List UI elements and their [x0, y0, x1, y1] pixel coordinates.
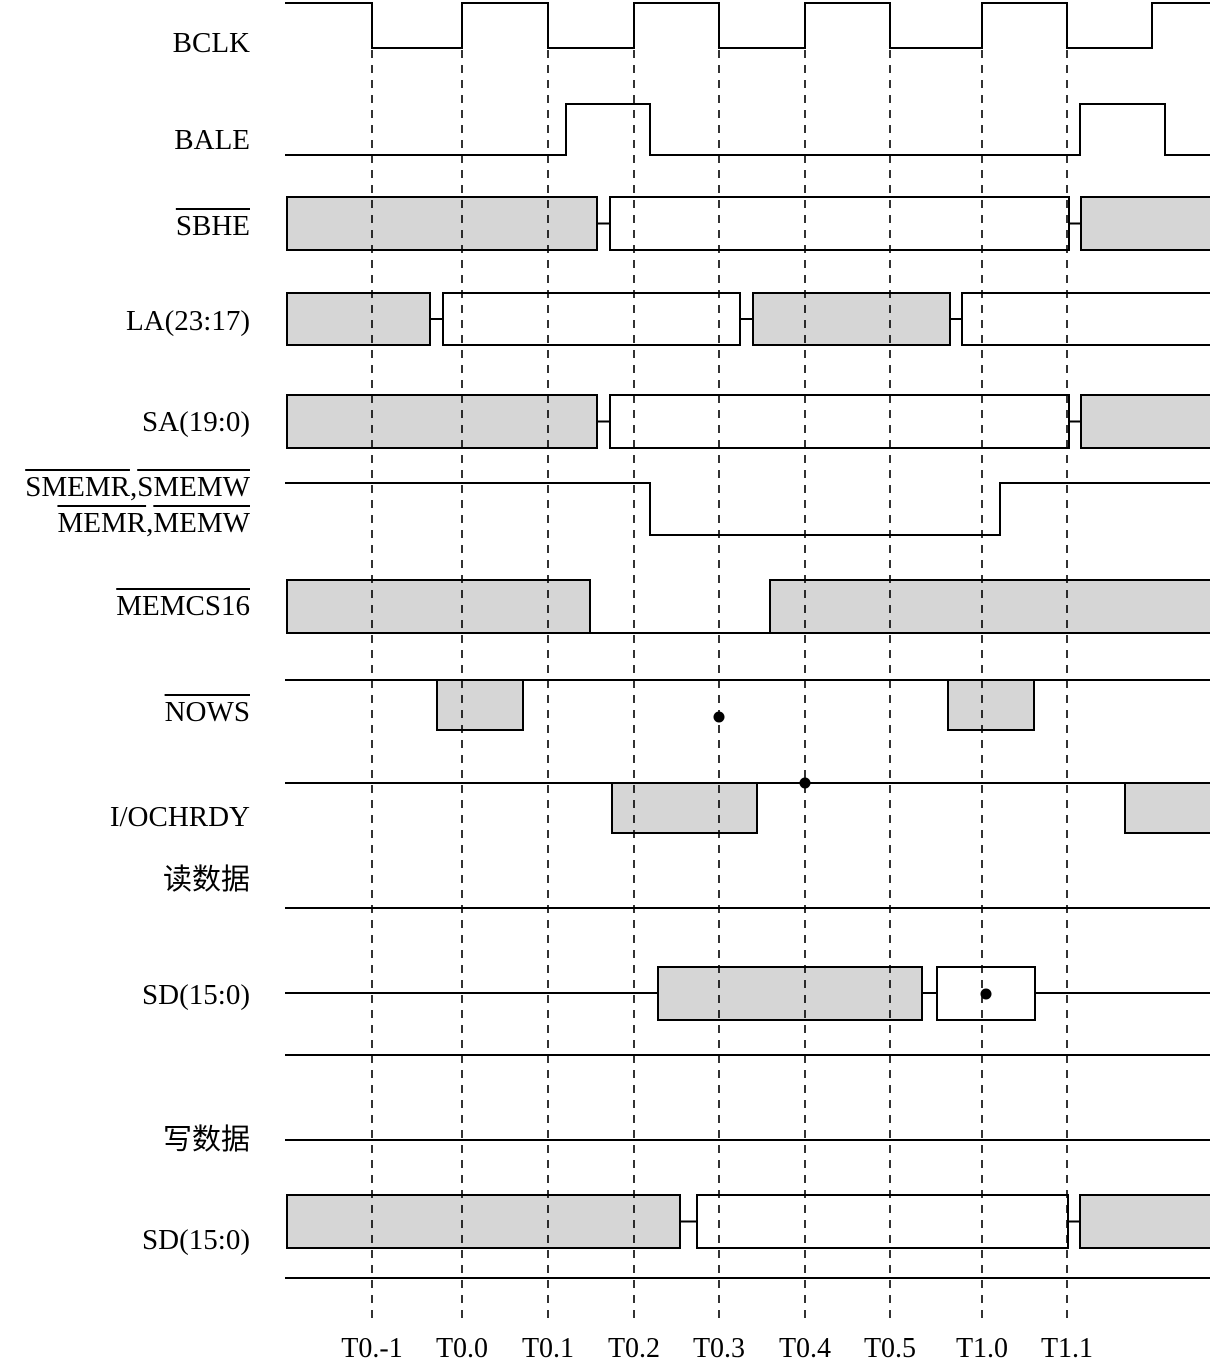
- signal-name: I/OCHRDY: [109, 801, 250, 833]
- comma: ,: [146, 507, 154, 539]
- label-smemr-smemw-memr-memw: SMEMR,SMEMW MEMR,MEMW: [25, 469, 250, 541]
- sbhe-bus-segment: [286, 196, 598, 251]
- signal-name: BCLK: [172, 27, 250, 59]
- label-line-mem: MEMR,MEMW: [25, 505, 250, 541]
- sd-write-bus-segment: [1079, 1194, 1210, 1249]
- iochrdy-bus-segment: [611, 782, 758, 834]
- label-nows: NOWS: [165, 694, 250, 730]
- signal-name: NOWS: [164, 696, 250, 728]
- time-label-1: T0.0: [436, 1333, 488, 1364]
- sa-bus-segment: [609, 394, 1070, 449]
- signal-name: BALE: [174, 124, 250, 156]
- time-label-4: T0.3: [693, 1333, 745, 1364]
- time-label-8: T1.1: [1041, 1333, 1093, 1364]
- label-memcs16: MEMCS16: [116, 588, 250, 624]
- signal-name: SD(15:0): [142, 1224, 250, 1256]
- signal-name: MEMR: [57, 507, 147, 539]
- iochrdy-sample-dot: [799, 777, 811, 789]
- label-write-data: 写数据: [163, 1122, 250, 1158]
- label-sd-read: SD(15:0): [142, 977, 250, 1013]
- label-iochrdy: I/OCHRDY: [110, 799, 250, 835]
- signal-name: SD(15:0): [142, 979, 250, 1011]
- sa-bus-segment: [286, 394, 598, 449]
- signal-name: SMEMW: [137, 471, 250, 503]
- sbhe-bus-segment: [1080, 196, 1210, 251]
- label-bale: BALE: [174, 122, 250, 158]
- sbhe-bus-segment: [609, 196, 1070, 251]
- nows-bus-segment: [436, 679, 524, 731]
- time-label-6: T0.5: [864, 1333, 916, 1364]
- signal-name: MEMCS16: [116, 590, 250, 622]
- la-bus-segment: [961, 292, 1210, 346]
- time-label-0: T0.-1: [341, 1333, 402, 1364]
- memcs16-bus-segment: [286, 579, 591, 634]
- bale-trace: [285, 103, 1210, 156]
- time-label-7: T1.0: [956, 1333, 1008, 1364]
- signal-name: SMEMR: [25, 471, 130, 503]
- sa-bus-segment: [1080, 394, 1210, 449]
- time-label-2: T0.1: [522, 1333, 574, 1364]
- signal-name: SBHE: [175, 210, 250, 242]
- sd-write-bus-segment: [696, 1194, 1069, 1249]
- sd-read-bus-segment: [657, 966, 923, 1021]
- label-sd-write: SD(15:0): [142, 1222, 250, 1258]
- label-line-smem: SMEMR,SMEMW: [25, 469, 250, 505]
- time-label-5: T0.4: [779, 1333, 831, 1364]
- time-label-3: T0.2: [608, 1333, 660, 1364]
- section-name: 写数据: [162, 1124, 250, 1156]
- label-sa: SA(19:0): [142, 404, 250, 440]
- sd-read-bus-segment: [936, 966, 1036, 1021]
- label-read-data: 读数据: [163, 862, 250, 898]
- la-bus-segment: [752, 292, 951, 346]
- signal-name: SA(19:0): [142, 406, 250, 438]
- label-bclk: BCLK: [173, 25, 250, 61]
- comma: ,: [129, 471, 138, 503]
- signal-name: LA(23:17): [125, 305, 250, 337]
- memcs16-bus-segment: [769, 579, 1210, 634]
- bclk-trace: [285, 2, 1210, 49]
- label-la: LA(23:17): [126, 303, 250, 339]
- sd-read-sample-dot: [980, 988, 992, 1000]
- label-sbhe: SBHE: [176, 208, 250, 244]
- section-name: 读数据: [162, 864, 250, 896]
- nows-bus-segment: [947, 679, 1035, 731]
- sd-write-bus-segment: [286, 1194, 681, 1249]
- smem-mem-trace: [285, 482, 1210, 536]
- la-bus-segment: [286, 292, 431, 346]
- signal-name: MEMW: [153, 507, 250, 539]
- iochrdy-bus-segment: [1124, 782, 1210, 834]
- la-bus-segment: [442, 292, 741, 346]
